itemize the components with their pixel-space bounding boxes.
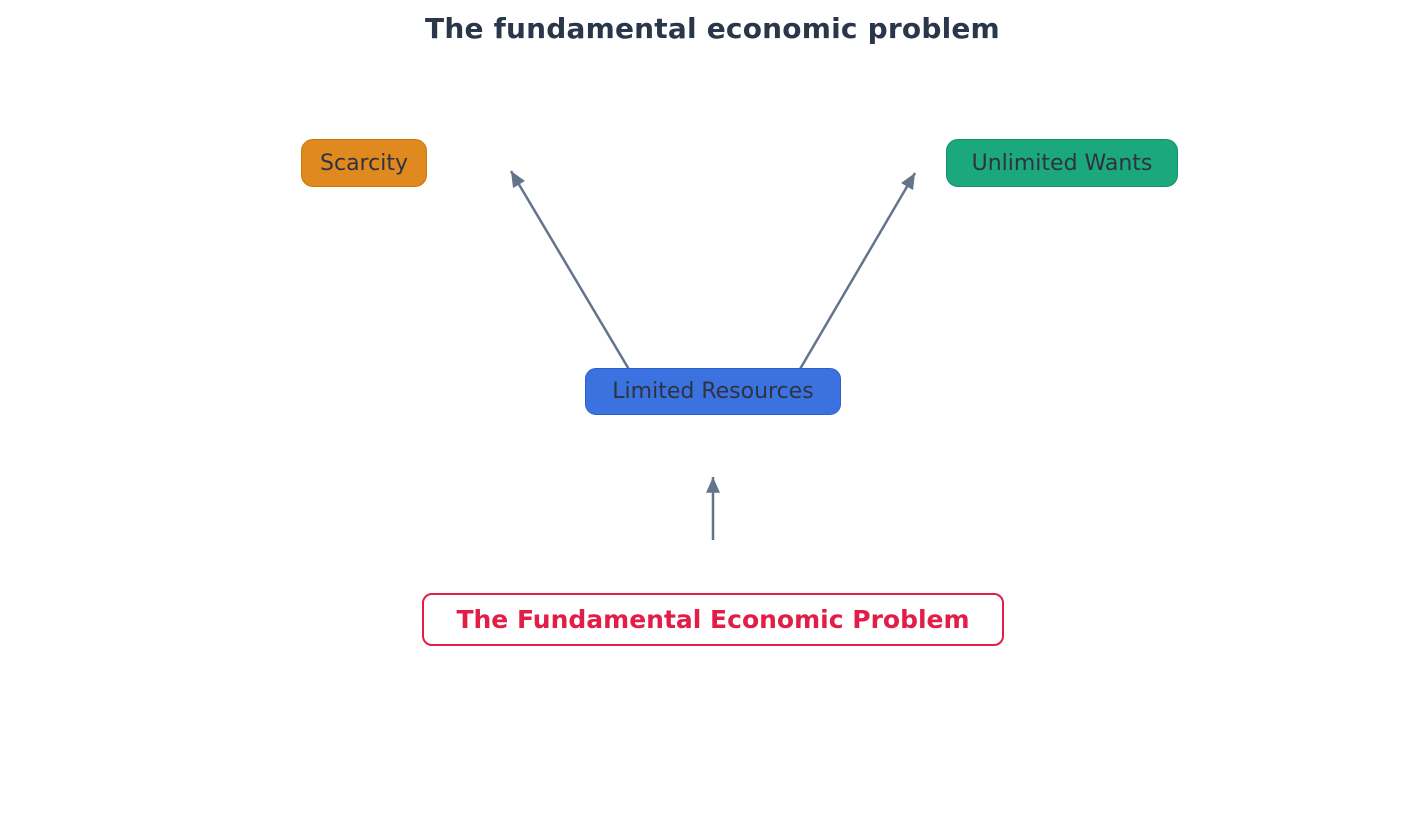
node-fundamental-economic-problem-label: The Fundamental Economic Problem	[456, 605, 970, 634]
node-unlimited-wants-label: Unlimited Wants	[971, 150, 1153, 176]
node-scarcity-label: Scarcity	[320, 150, 408, 176]
diagram-title: The fundamental economic problem	[425, 12, 1000, 45]
arrow-resources-to-scarcity	[509, 170, 645, 394]
node-limited-resources-label: Limited Resources	[612, 379, 814, 404]
node-scarcity: Scarcity	[301, 139, 427, 187]
arrow-resources-to-unlimited-wants	[784, 172, 917, 394]
node-limited-resources: Limited Resources	[585, 368, 841, 415]
node-fundamental-economic-problem: The Fundamental Economic Problem	[422, 593, 1004, 646]
node-unlimited-wants: Unlimited Wants	[946, 139, 1178, 187]
